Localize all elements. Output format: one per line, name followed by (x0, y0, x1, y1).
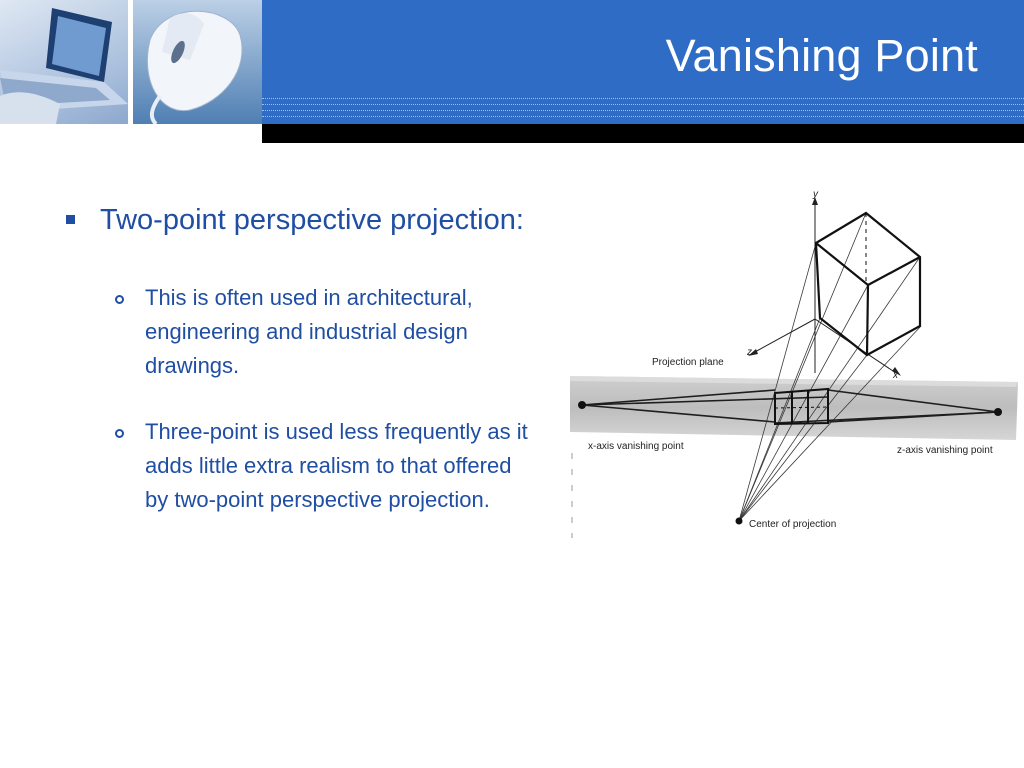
y-axis-label: y (812, 189, 819, 200)
z-axis-vanishing-point-marker (994, 408, 1002, 416)
z-vanishing-point-label: z-axis vanishing point (897, 445, 993, 456)
slide-content: Two-point perspective projection: This i… (60, 203, 540, 549)
slide-title: Vanishing Point (665, 30, 978, 81)
header-photo (0, 0, 262, 124)
center-of-projection-marker (735, 517, 743, 525)
title-bar-dotted-line (262, 104, 1024, 105)
sub-bullet-item: Three-point is used less frequently as i… (60, 415, 540, 517)
bullet-text: Two-point perspective projection: (100, 204, 524, 236)
sub-bullet-text: Three-point is used less frequently as i… (145, 419, 528, 512)
ring-bullet-icon (115, 429, 124, 438)
cube-object (814, 211, 922, 357)
laptop-and-mouse-picture (0, 0, 262, 124)
z-axis-label: z (746, 347, 752, 358)
title-bar-dotted-line (262, 98, 1024, 99)
sub-bullet-item: This is often used in architectural, eng… (60, 281, 540, 383)
sub-bullet-list: This is often used in architectural, eng… (60, 281, 540, 517)
center-of-projection-label: Center of projection (749, 519, 836, 530)
slide-header: Vanishing Point (0, 0, 1024, 143)
perspective-diagram: y z x Projection plane x-axis vanishing … (570, 183, 1024, 545)
x-vanishing-point-label: x-axis vanishing point (588, 441, 684, 452)
sub-bullet-text: This is often used in architectural, eng… (145, 285, 473, 378)
projection-plane-label: Projection plane (652, 357, 724, 368)
two-point-perspective-figure: y z x Projection plane x-axis vanishing … (570, 189, 1018, 538)
header-black-bar (262, 124, 1024, 143)
bullet-item: Two-point perspective projection: (60, 203, 540, 237)
square-bullet-icon (66, 215, 75, 224)
ring-bullet-icon (115, 295, 124, 304)
x-axis-label: x (892, 370, 899, 381)
title-bar: Vanishing Point (262, 0, 1024, 124)
projected-cube (774, 387, 829, 426)
title-bar-dotted-line (262, 116, 1024, 117)
x-axis-vanishing-point-marker (578, 401, 586, 409)
projector-lines (738, 212, 922, 522)
vanishing-lines (581, 389, 999, 424)
title-bar-dotted-line (262, 110, 1024, 111)
